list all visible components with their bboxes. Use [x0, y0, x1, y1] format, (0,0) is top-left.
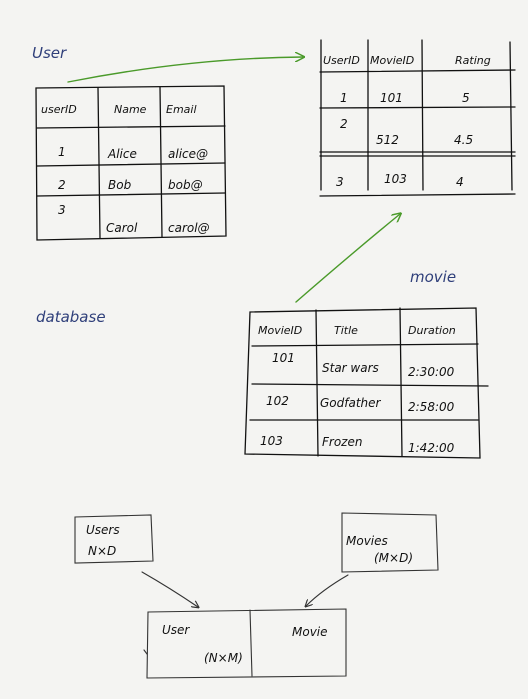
movie-header-duration: Duration	[408, 324, 456, 337]
movie-cell: 103	[260, 434, 283, 448]
user-header-id: userID	[41, 103, 77, 116]
users-box-line1: Users	[86, 523, 120, 537]
users-box-line2: N×D	[88, 544, 116, 558]
movie-cell: Star wars	[322, 361, 379, 375]
ratings-header-movie: MovieID	[370, 54, 414, 67]
movie-table: MovieID Title Duration 101 Star wars 2:3…	[244, 307, 489, 459]
ratings-header-rating: Rating	[455, 54, 491, 67]
user-cell: Alice	[107, 147, 137, 161]
movies-to-product-arrow	[306, 574, 349, 606]
ratings-cell: 1	[340, 91, 348, 105]
movie-cell: 102	[266, 394, 289, 408]
user-cell: 1	[58, 145, 66, 159]
ratings-header-user: UserID	[323, 54, 360, 67]
product-box-left: User	[162, 623, 190, 637]
ratings-table: UserID MovieID Rating 1 101 5 2 512 4.5 …	[319, 39, 516, 197]
ratings-cell: 3	[336, 175, 344, 189]
movie-header-title: Title	[334, 324, 358, 337]
ratings-cell: 4	[456, 175, 464, 189]
movie-cell: 1:42:00	[408, 441, 455, 455]
movie-header-id: MovieID	[258, 324, 302, 337]
movie-cell: 2:30:00	[408, 365, 455, 379]
user-cell: alice@	[168, 147, 208, 161]
ratings-cell: 101	[380, 91, 403, 105]
movie-cell: 101	[272, 351, 295, 365]
user-header-email: Email	[166, 103, 197, 116]
movie-cell: 2:58:00	[408, 400, 455, 414]
product-box-right: Movie	[292, 625, 328, 639]
movies-box-line2: (M×D)	[374, 551, 413, 565]
user-cell: Carol	[106, 221, 138, 235]
label-database: database	[36, 308, 106, 326]
user-header-name: Name	[114, 103, 147, 116]
ratings-cell: 512	[376, 133, 399, 147]
movies-box-line1: Movies	[346, 534, 388, 548]
user-cell: bob@	[168, 178, 203, 192]
ratings-cell: 4.5	[454, 133, 473, 147]
user-table: userID Name Email 1 Alice alice@ 2 Bob b…	[35, 85, 227, 241]
user-cell: Bob	[108, 178, 132, 192]
label-user: User	[32, 44, 67, 62]
movie-to-ratings-arrow	[295, 214, 400, 303]
ratings-cell: 5	[462, 91, 470, 105]
product-box-dims: (N×M)	[204, 651, 243, 665]
user-cell: 2	[58, 178, 66, 192]
label-movie: movie	[410, 268, 456, 286]
user-cell: carol@	[168, 221, 210, 235]
user-to-ratings-arrow	[67, 57, 303, 83]
movie-cell: Godfather	[320, 396, 382, 410]
movies-box: Movies (M×D)	[341, 512, 439, 573]
ratings-cell: 103	[384, 172, 407, 186]
movie-cell: Frozen	[322, 435, 362, 449]
ratings-cell: 2	[340, 117, 348, 131]
users-to-product-arrow	[141, 571, 198, 607]
users-box: Users N×D	[74, 514, 154, 564]
user-cell: 3	[58, 203, 66, 217]
product-box: User Movie (N×M)	[143, 608, 347, 679]
